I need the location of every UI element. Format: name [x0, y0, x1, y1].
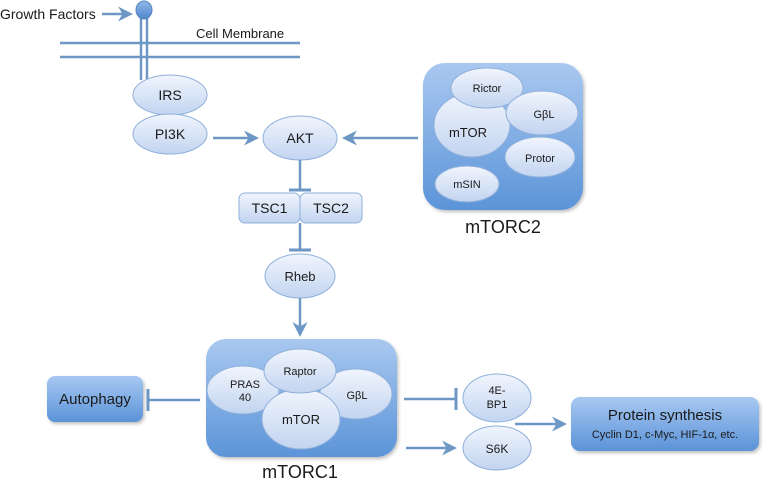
protein-synthesis-box: Protein synthesis Cyclin D1, c-Myc, HIF-…: [571, 397, 759, 451]
autophagy-box: Autophagy: [47, 376, 143, 422]
svg-text:4E-: 4E-: [488, 385, 505, 397]
mtorc2-gbl: GβL: [505, 90, 579, 136]
svg-text:GβL: GβL: [533, 109, 554, 121]
svg-text:S6K: S6K: [486, 442, 509, 456]
node-tsc2: TSC2: [299, 192, 363, 224]
mtorc2-protor: Protor: [504, 136, 576, 178]
tsc1-label: TSC1: [252, 200, 288, 216]
complex-mtorc1: PRAS 40 GβL mTOR Raptor: [206, 339, 397, 457]
mtorc1-raptor: Raptor: [263, 348, 337, 394]
node-akt: AKT: [262, 115, 338, 161]
complex-mtorc2: mTOR Rictor GβL Protor mSIN: [423, 63, 583, 210]
mtorc1-inhibits-autophagy: [146, 389, 200, 411]
mtorc1-inhibits-4ebp1: [404, 388, 458, 410]
node-irs: IRS: [132, 74, 208, 116]
tsc2-label: TSC2: [313, 200, 349, 216]
mtorc2-msin: mSIN: [434, 165, 500, 203]
mtorc2-mtor: mTOR: [433, 92, 511, 158]
mtorc2-rictor: Rictor: [450, 67, 524, 109]
svg-text:Rictor: Rictor: [473, 83, 502, 95]
protein-synthesis-examples: Cyclin D1, c-Myc, HIF-1α, etc.: [592, 429, 738, 441]
svg-text:PRAS: PRAS: [230, 379, 260, 391]
cell-membrane-label: Cell Membrane: [196, 26, 284, 41]
svg-text:mTOR: mTOR: [282, 412, 320, 427]
pi3k-label: PI3K: [155, 126, 186, 142]
akt-inhibits-tsc: [289, 160, 311, 192]
akt-label: AKT: [286, 130, 314, 146]
svg-text:mSIN: mSIN: [453, 179, 481, 191]
mtorc2-label: mTORC2: [465, 217, 541, 237]
node-rheb: Rheb: [264, 253, 336, 299]
svg-text:GβL: GβL: [346, 390, 367, 402]
receptor-ligand-ball-icon: [135, 0, 153, 20]
irs-label: IRS: [158, 87, 181, 103]
tsc-inhibits-rheb: [289, 223, 311, 252]
svg-text:Raptor: Raptor: [283, 366, 316, 378]
node-4ebp1: 4E- BP1: [462, 373, 532, 423]
svg-text:BP1: BP1: [487, 399, 508, 411]
mtorc1-pras40: PRAS 40: [206, 365, 280, 415]
receptor: [135, 0, 153, 80]
autophagy-label: Autophagy: [59, 391, 131, 408]
protein-synthesis-title: Protein synthesis: [608, 407, 722, 424]
rheb-label: Rheb: [284, 269, 315, 284]
svg-text:mTOR: mTOR: [449, 125, 487, 140]
mtorc1-mtor: mTOR: [261, 388, 341, 450]
node-s6k: S6K: [462, 425, 532, 471]
svg-text:40: 40: [239, 392, 251, 404]
node-pi3k: PI3K: [132, 113, 208, 155]
svg-text:Protor: Protor: [525, 153, 555, 165]
mtorc1-label: mTORC1: [262, 462, 338, 482]
node-tsc1: TSC1: [238, 192, 301, 224]
growth-factors-label: Growth Factors: [0, 6, 96, 22]
